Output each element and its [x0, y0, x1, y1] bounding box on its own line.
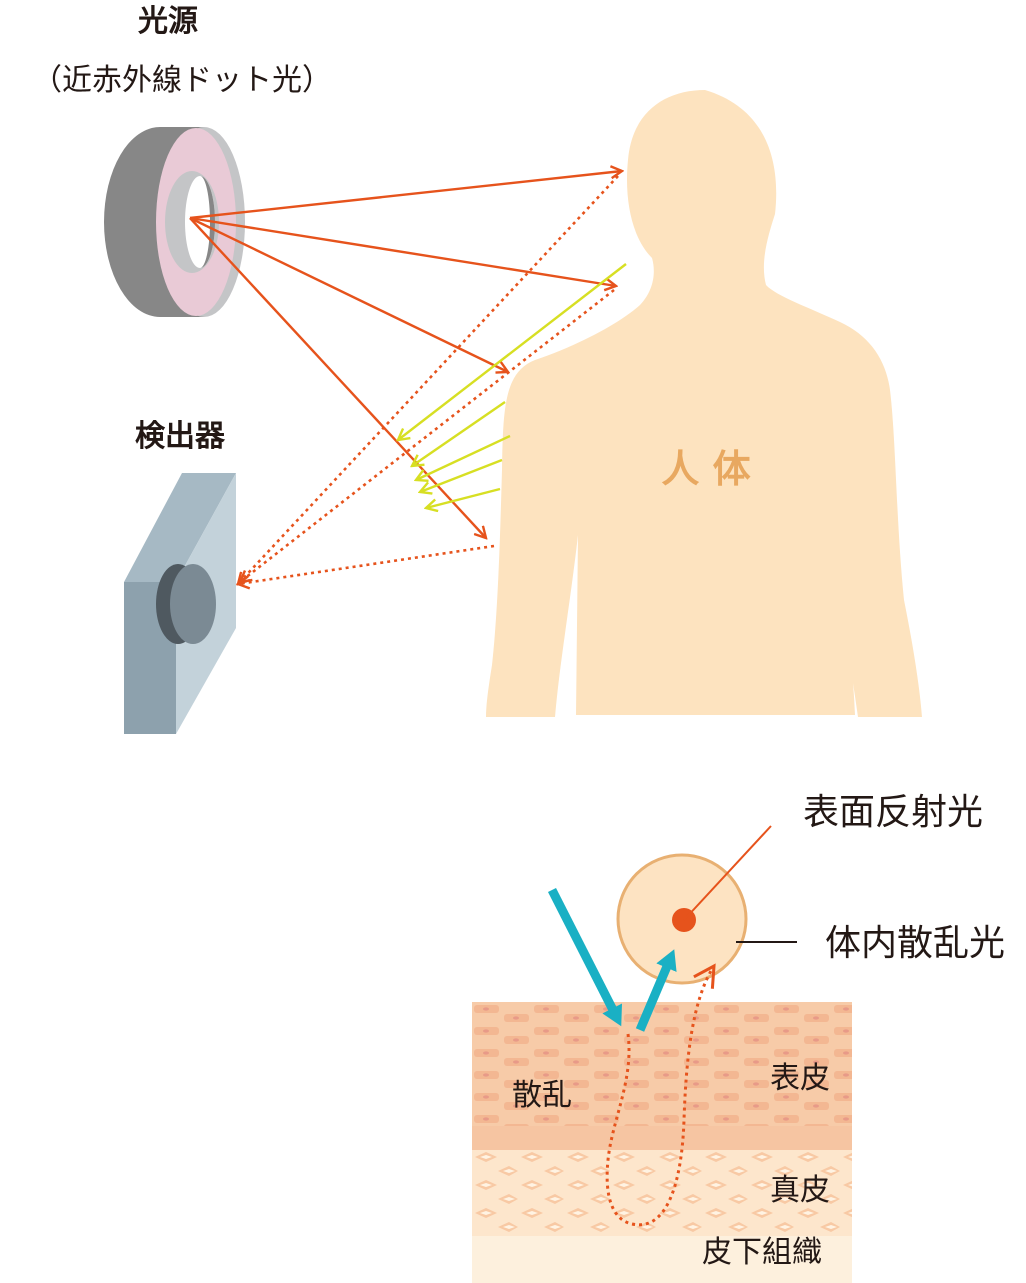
- surface-reflection-leader: [683, 825, 772, 921]
- internal-scatter-label: 体内散乱光: [825, 923, 1005, 964]
- detector-label: 検出器: [135, 419, 226, 454]
- light-source-title: 光源: [138, 4, 198, 39]
- detector: [124, 473, 236, 734]
- dermis-label: 真皮: [770, 1173, 830, 1208]
- subcutaneous-label: 皮下組織: [702, 1235, 822, 1270]
- light-source-subtitle: （近赤外線ドット光）: [32, 63, 332, 98]
- epidermis-label: 表皮: [770, 1061, 830, 1096]
- human-body-silhouette: [486, 90, 922, 717]
- internal-scatter-path: [605, 963, 716, 1227]
- surface-reflection-label: 表面反射光: [803, 792, 983, 833]
- incident-light-arrow: [547, 887, 622, 1027]
- light-source: [104, 127, 245, 317]
- surface-reflected-arrow: [635, 949, 677, 1032]
- scattered-light-rays: [398, 263, 627, 508]
- reflected-light-rays: [238, 175, 619, 584]
- scatter-label: 散乱: [512, 1078, 572, 1113]
- human-body-label: 人 体: [661, 447, 750, 491]
- skin-cross-section: [472, 1002, 852, 1283]
